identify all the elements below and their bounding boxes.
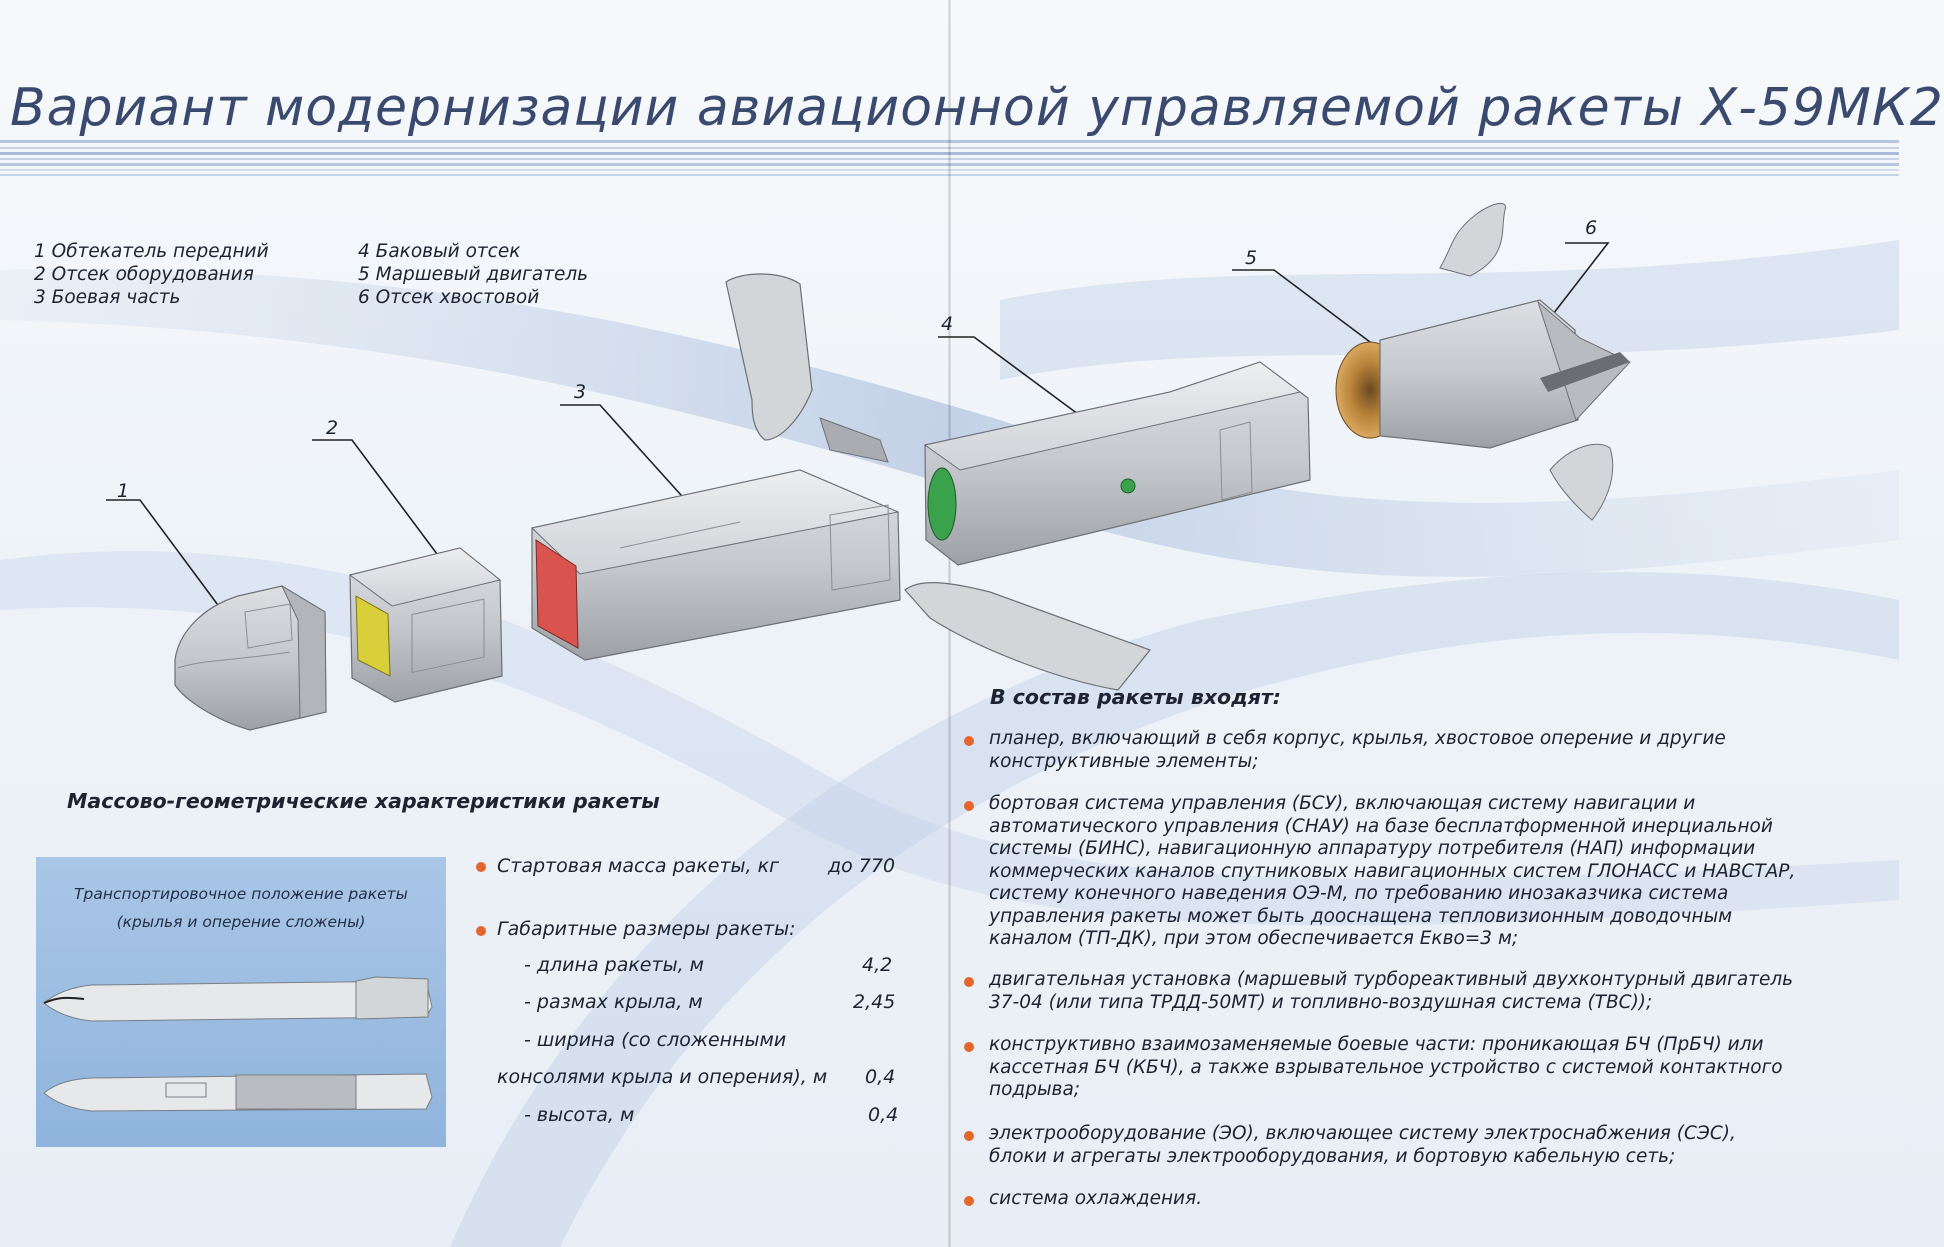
composition-bullet-1 (964, 736, 974, 746)
composition-bullet-5 (964, 1131, 974, 1141)
composition-item-2-line-1: бортовая система управления (БСУ), включ… (989, 793, 1696, 814)
span-value: 2,45 (853, 991, 896, 1013)
composition-item-6: система охлаждения. (989, 1188, 1202, 1211)
composition-bullet-6 (964, 1196, 974, 1206)
module-2-equipment-bay (348, 547, 503, 703)
legend-column-2: 4 Баковый отсек 5 Маршевый двигатель 6 О… (358, 240, 588, 309)
composition-item-4-line-1: конструктивно взаимозаменяемые боевые ча… (989, 1034, 1764, 1055)
composition-item-2-line-2: автоматического управления (СНАУ) на баз… (989, 815, 1773, 837)
composition-item-6-line-1: система охлаждения. (989, 1188, 1203, 1209)
composition-item-2-line-3: системы (БИНС), навигационную аппаратуру… (989, 838, 1756, 859)
composition-item-5-line-1: электрооборудование (ЭО), включающее сис… (989, 1123, 1736, 1144)
launch-mass-value: до 770 (828, 855, 896, 877)
composition-item-3-line-2: 37-04 (или типа ТРДД-50МТ) и топливно-во… (989, 991, 1653, 1013)
composition-item-3-line-1: двигательная установка (маршевый турборе… (989, 969, 1794, 990)
legend-item-6: 6 Отсек хвостовой (358, 287, 540, 308)
module-1-nose-fairing (174, 584, 327, 731)
composition-item-5-line-2: блоки и агрегаты электрооборудования, и … (989, 1145, 1676, 1167)
composition-item-2-line-7: каналом (ТП-ДК), при этом обеспечивается… (989, 928, 1519, 949)
wing-upper (725, 273, 889, 463)
composition-item-4: конструктивно взаимозаменяемые боевые ча… (989, 1034, 1783, 1102)
length-value: 4,2 (862, 954, 893, 976)
mass-heading: Массово-геометрические характеристики ра… (67, 789, 660, 813)
transport-panel: Транспортировочное положение ракеты (кры… (36, 857, 446, 1147)
launch-mass-label: Стартовая масса ракеты, кг (497, 855, 780, 877)
composition-item-4-line-2: кассетная БЧ (КБЧ), а также взрывательно… (989, 1056, 1783, 1078)
transport-caption-2: (крылья и оперение сложены) (116, 913, 366, 931)
transport-caption-1: Транспортировочное положение ракеты (74, 885, 408, 903)
callout-5: 5 (1245, 247, 1257, 269)
legend-item-1: 1 Обтекатель передний (34, 241, 269, 262)
composition-item-2: бортовая система управления (БСУ), включ… (989, 793, 1795, 951)
header-stripes (0, 140, 1899, 176)
composition-heading: В состав ракеты входят: (990, 685, 1281, 709)
height-label: - высота, м (524, 1104, 635, 1126)
callout-2: 2 (326, 417, 338, 439)
composition-bullet-3 (964, 977, 974, 987)
leader-lines (106, 242, 1610, 625)
legend-column-1: 1 Обтекатель передний 2 Отсек оборудован… (34, 240, 269, 309)
callout-3: 3 (574, 381, 586, 403)
composition-bullet-2 (964, 801, 974, 811)
width-value: 0,4 (865, 1066, 896, 1088)
module-3-warhead (530, 469, 901, 661)
missile-top-view (43, 1073, 433, 1112)
exploded-missile-illustration: 1 2 3 4 5 6 (106, 202, 1631, 731)
page-title: Вариант модернизации авиационной управля… (10, 78, 1944, 138)
span-label: - размах крыла, м (524, 991, 703, 1013)
wing-lower (904, 582, 1151, 691)
missile-side-view (43, 976, 433, 1022)
callout-4: 4 (941, 313, 953, 335)
legend-item-4: 4 Баковый отсек (358, 241, 521, 262)
transport-views (43, 976, 433, 1112)
dims-label: Габаритные размеры ракеты: (497, 918, 796, 940)
width-label-2: консолями крыла и оперения), м (497, 1066, 828, 1088)
composition-item-2-line-6: управления ракеты может быть дооснащена … (989, 905, 1733, 927)
legend-item-2: 2 Отсек оборудования (34, 264, 254, 285)
legend-item-3: 3 Боевая часть (34, 287, 181, 308)
callout-6: 6 (1585, 217, 1597, 239)
spec-bullet-dims (476, 926, 486, 936)
width-label-1: - ширина (со сложенными (524, 1029, 787, 1051)
composition-item-4-line-3: подрыва; (989, 1079, 1081, 1100)
composition-item-1-line-2: конструктивные элементы; (989, 750, 1259, 772)
length-label: - длина ракеты, м (524, 954, 704, 976)
callout-1: 1 (117, 480, 129, 502)
composition-item-2-line-5: систему конечного наведения ОЭ-М, по тре… (989, 883, 1729, 904)
module-5-engine-6-tail (1335, 202, 1631, 521)
spec-bullet-mass (476, 862, 486, 872)
legend-item-5: 5 Маршевый двигатель (358, 264, 589, 285)
composition-item-1: планер, включающий в себя корпус, крылья… (989, 728, 1726, 773)
composition-item-5: электрооборудование (ЭО), включающее сис… (989, 1123, 1736, 1168)
module-4-fuel-tank (923, 361, 1311, 566)
composition-bullet-4 (964, 1042, 974, 1052)
height-value: 0,4 (868, 1104, 899, 1126)
composition-item-1-line-1: планер, включающий в себя корпус, крылья… (989, 728, 1726, 749)
composition-item-2-line-4: коммерческих каналов спутниковых навигац… (989, 860, 1796, 882)
callout-numbers: 1 2 3 4 5 6 (117, 217, 1597, 502)
composition-item-3: двигательная установка (маршевый турборе… (989, 969, 1793, 1014)
